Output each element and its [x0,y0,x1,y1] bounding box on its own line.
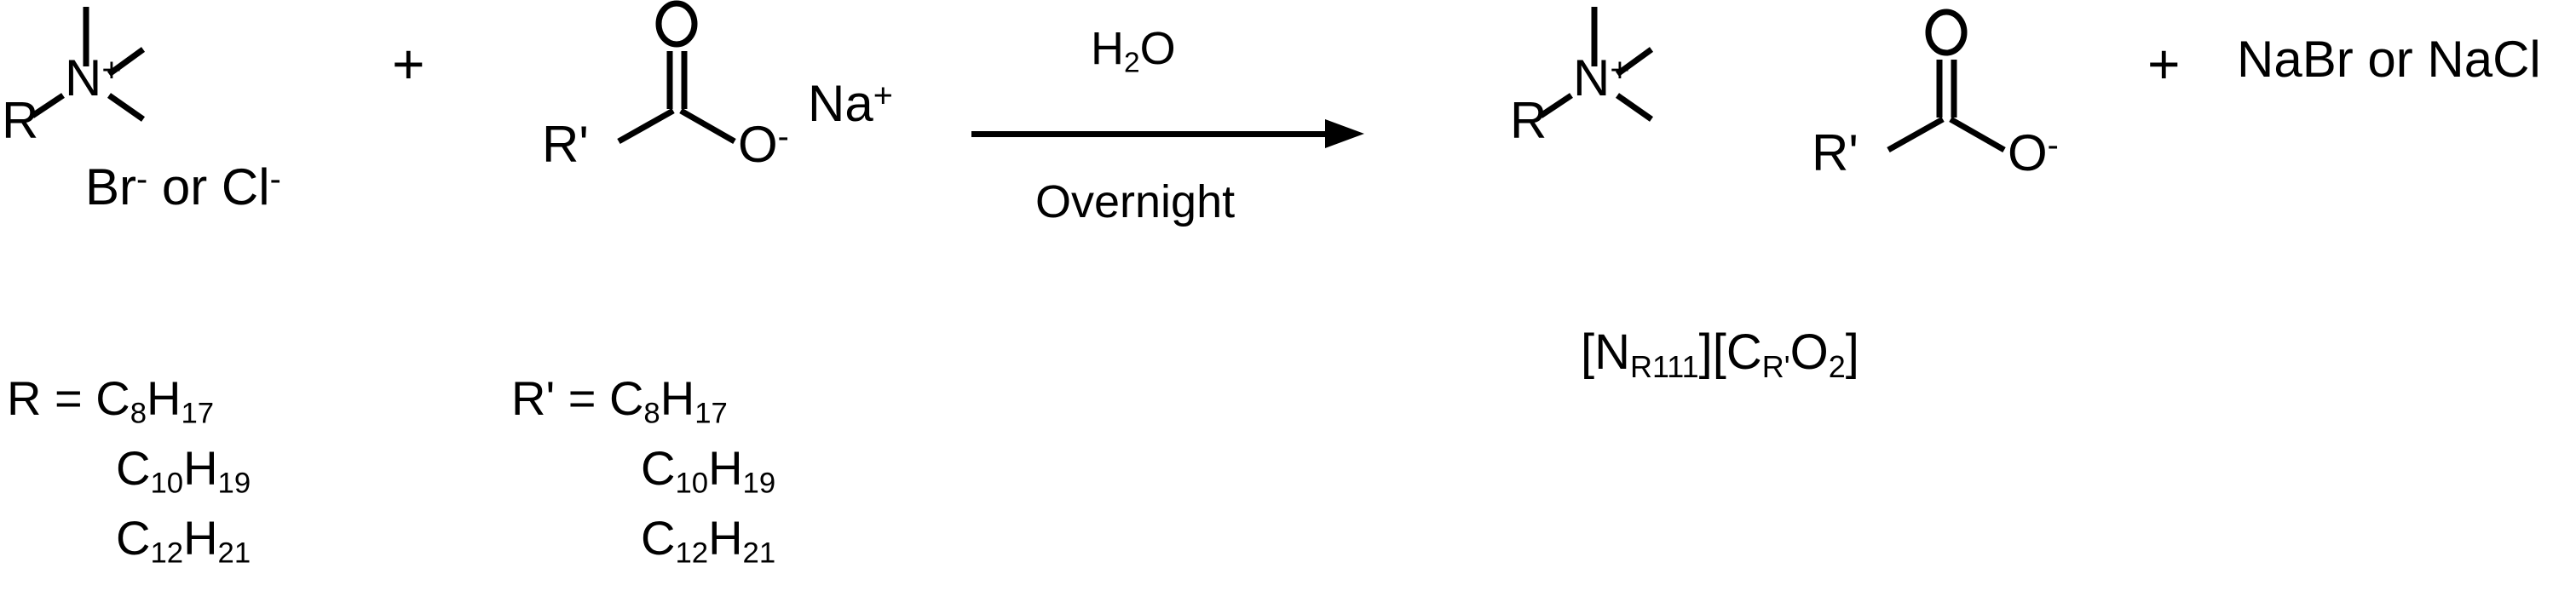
ionic-liquid-label: [NR111][CR'O2] [1581,328,1859,382]
rprime-list-row-1: C10H19 [511,445,954,499]
r-prime-label-reactant: R' [542,116,589,173]
r-prime-substituent-list: R' = C8H17 C10H19 C12H21 [511,375,954,570]
r2-h-subscript: 21 [217,537,251,570]
oxygen-minus-charge: - [777,118,789,156]
byproduct-salt-label: NaBr or NaCl [2237,31,2541,88]
rprime-list-formula-0: C8H17 [608,371,728,430]
rp1-h-subscript: 19 [742,467,776,500]
r-group-label-reactant: R [2,92,39,149]
chloride-symbol: Cl [221,158,270,215]
r0-h-subscript: 17 [181,397,215,430]
ammonium-bonds [31,7,146,122]
water-subscript-2: 2 [1124,47,1140,79]
r1-h-subscript: 19 [217,467,251,500]
sodium-positive-charge: + [873,77,893,115]
il-anion-close: ] [1845,324,1859,380]
r-list-formula-1: C10H19 [116,441,251,500]
reaction-arrow-group: H2O Overnight [963,9,1389,225]
bromide-symbol: Br [85,158,136,215]
r1-c-subscript: 10 [150,467,184,500]
rprime-list-formula-1: C10H19 [641,441,776,500]
plus-sign-products: + [2147,32,2181,95]
rp0-h-subscript: 17 [694,397,728,430]
condition-above-arrow: H2O [1091,23,1176,79]
product-ammonium-cation: N+ R [1508,0,1798,170]
product-nitrogen-atom-label: N+ [1573,49,1630,106]
r-list-formula-2: C12H21 [116,511,251,570]
sodium-cation-label: Na+ [808,75,893,132]
bromide-minus-charge: - [136,160,148,198]
product-carbonyl-oxygen-glyph [1925,9,1968,56]
carboxylate-bonds-reactant [617,0,736,145]
il-anion-oxygen-subscript: 2 [1828,349,1846,385]
product-r-group-label: R [1510,92,1547,149]
nitrogen-atom-label: N+ [65,49,122,106]
carbonyl-oxygen-glyph [655,0,698,48]
rprime-list-row-2: C12H21 [511,511,954,570]
plus-sign-reactants: + [392,32,425,95]
il-anion-subscript: R' [1761,349,1790,385]
rprime-list-formula-2: C12H21 [641,511,776,570]
carboxylate-oxygen-anion-label: O- [738,116,789,173]
il-cation-close: ] [1698,324,1713,380]
reactant-sodium-carboxylate: R' O- Na+ [511,0,893,173]
il-anion-open: [C [1712,324,1762,380]
product-carboxylate-anion: R' O- [1781,9,2139,179]
product-carboxylate-bonds [1887,9,2006,153]
r-list-row-1: C10H19 [7,445,450,499]
nitrogen-positive-charge: + [101,51,122,89]
il-cation-open: [N [1581,324,1630,380]
product-oxygen-anion-label: O- [2008,124,2059,181]
rp2-h-subscript: 21 [742,537,776,570]
il-anion-oxygen: O [1789,324,1829,380]
halide-counterion-label: Br- or Cl- [85,162,281,213]
arrow-shaft [971,131,1329,137]
r-list-row-2: C12H21 [7,511,450,570]
counterion-conjunction: or [161,158,208,215]
product-nitrogen-positive-charge: + [1610,51,1630,89]
rp2-c-subscript: 12 [675,537,709,570]
r-substituent-list: R = C8H17 C10H19 C12H21 [7,375,450,570]
chloride-minus-charge: - [269,160,281,198]
r-list-label: R = [7,371,83,425]
rp1-c-subscript: 10 [675,467,709,500]
reactant-ammonium-halide: N+ R [0,0,290,170]
rprime-list-label: R' = [511,371,596,425]
product-r-prime-label: R' [1812,124,1859,181]
r-list-row-0: R = C8H17 [7,375,450,429]
product-ammonium-bonds [1539,7,1654,122]
product-oxygen-minus-charge: - [2047,126,2059,164]
rprime-list-row-0: R' = C8H17 [511,375,954,429]
rp0-c-subscript: 8 [643,397,660,430]
r2-c-subscript: 12 [150,537,184,570]
r-list-formula-0: C8H17 [95,371,215,430]
r0-c-subscript: 8 [130,397,147,430]
condition-below-arrow: Overnight [1035,176,1236,227]
arrow-head [1325,119,1364,148]
il-cation-subscript: R111 [1630,349,1699,385]
